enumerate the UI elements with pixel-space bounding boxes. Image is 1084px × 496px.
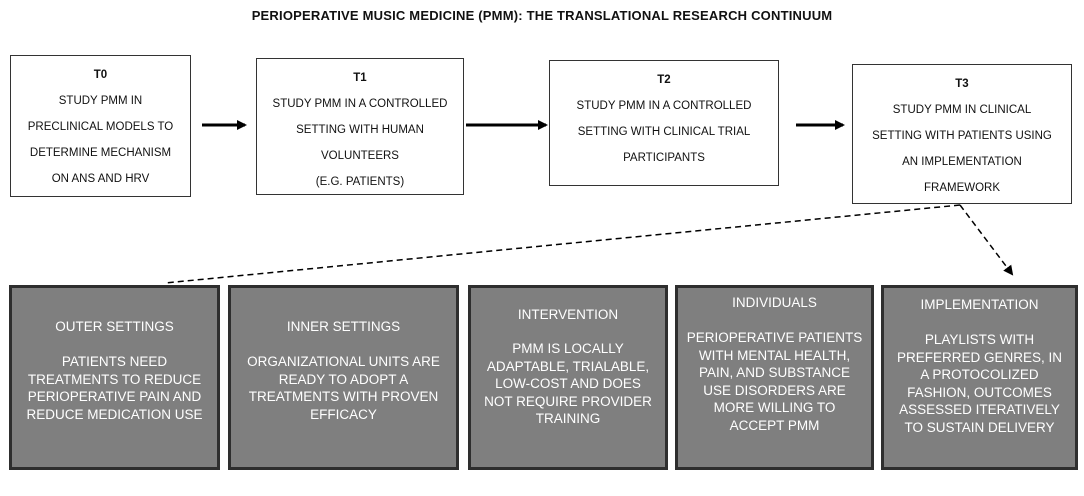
- domain-label: INDIVIDUALS: [732, 295, 817, 310]
- stage-text: STUDY PMM IN A CONTROLLED SETTING WITH H…: [272, 98, 448, 188]
- domain-box-inner-settings: INNER SETTINGS ORGANIZATIONAL UNITS ARE …: [228, 285, 459, 470]
- domain-text: PATIENTS NEED TREATMENTS TO REDUCE PERIO…: [26, 354, 203, 422]
- dashed-link-right: [959, 204, 1014, 276]
- stage-text: STUDY PMM IN CLINICAL SETTING WITH PATIE…: [872, 104, 1052, 194]
- domain-label: IMPLEMENTATION: [920, 297, 1039, 312]
- stage-label: T0: [93, 69, 108, 81]
- stage-box-t0: T0 STUDY PMM IN PRECLINICAL MODELS TO DE…: [10, 55, 191, 197]
- domain-text: PMM IS LOCALLY ADAPTABLE, TRIALABLE, LOW…: [484, 341, 652, 426]
- domain-label: OUTER SETTINGS: [55, 319, 174, 334]
- stage-label: T1: [353, 72, 367, 84]
- stage-label: T2: [657, 74, 671, 86]
- domain-text: PLAYLISTS WITH PREFERRED GENRES, IN A PR…: [896, 332, 1063, 435]
- stage-text: STUDY PMM IN PRECLINICAL MODELS TO DETER…: [27, 95, 174, 185]
- domain-text: PERIOPERATIVE PATIENTS WITH MENTAL HEALT…: [686, 330, 863, 433]
- dashed-link-left: [164, 204, 961, 284]
- domain-box-individuals: INDIVIDUALS PERIOPERATIVE PATIENTS WITH …: [675, 285, 874, 470]
- domain-box-outer-settings: OUTER SETTINGS PATIENTS NEED TREATMENTS …: [9, 285, 220, 470]
- domain-label: INTERVENTION: [517, 307, 619, 322]
- domain-box-intervention: INTERVENTION PMM IS LOCALLY ADAPTABLE, T…: [468, 285, 668, 470]
- diagram-title: PERIOPERATIVE MUSIC MEDICINE (PMM): THE …: [251, 8, 833, 23]
- domain-text: ORGANIZATIONAL UNITS ARE READY TO ADOPT …: [247, 354, 440, 422]
- stage-box-t1: T1 STUDY PMM IN A CONTROLLED SETTING WIT…: [256, 58, 464, 195]
- stage-box-t2: T2 STUDY PMM IN A CONTROLLED SETTING WIT…: [549, 60, 779, 186]
- stage-text: STUDY PMM IN A CONTROLLED SETTING WITH C…: [576, 100, 752, 164]
- stage-box-t3: T3 STUDY PMM IN CLINICAL SETTING WITH PA…: [852, 64, 1072, 204]
- domain-label: INNER SETTINGS: [286, 319, 401, 334]
- domain-box-implementation: IMPLEMENTATION PLAYLISTS WITH PREFERRED …: [881, 285, 1078, 470]
- stage-label: T3: [955, 78, 969, 90]
